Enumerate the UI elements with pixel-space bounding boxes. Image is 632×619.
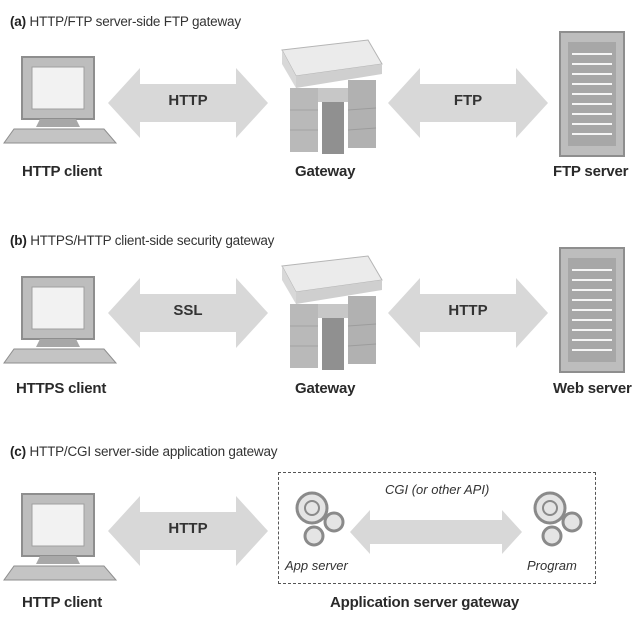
- cgi-label: CGI (or other API): [385, 482, 490, 497]
- panel-c-caption: (c) HTTP/CGI server-side application gat…: [10, 444, 278, 459]
- panel-c: (c) HTTP/CGI server-side application gat…: [0, 430, 632, 619]
- application-gateway-box: [278, 472, 596, 584]
- double-arrow-right: [388, 68, 548, 138]
- program-label: Program: [527, 558, 577, 573]
- server-icon: [559, 247, 625, 373]
- http-client-label: HTTP client: [22, 594, 103, 611]
- gateway-icon: [281, 255, 383, 370]
- arrow-label-ssl: SSL: [173, 302, 203, 319]
- arrow-label-http: HTTP: [448, 302, 488, 319]
- gateway-icon: [281, 39, 383, 154]
- gateway-label: Gateway: [295, 380, 356, 397]
- web-server-label: Web server: [553, 380, 632, 397]
- arrow-label-http: HTTP: [168, 92, 208, 109]
- panel-b: (b) HTTPS/HTTP client-side security gate…: [0, 220, 632, 410]
- server-icon: [559, 31, 625, 157]
- http-client-label: HTTP client: [22, 163, 103, 180]
- panel-b-caption: (b) HTTPS/HTTP client-side security gate…: [10, 233, 275, 248]
- panel-a-caption: (a) HTTP/FTP server-side FTP gateway: [10, 14, 241, 29]
- ftp-server-label: FTP server: [553, 163, 629, 180]
- double-arrow-right: [388, 278, 548, 348]
- application-gateway-label: Application server gateway: [330, 594, 520, 611]
- double-arrow-inner: [350, 510, 522, 554]
- https-client-label: HTTPS client: [16, 380, 107, 397]
- arrow-label-ftp: FTP: [453, 92, 483, 109]
- gear-icon: [533, 491, 583, 547]
- app-server-label: App server: [285, 558, 348, 573]
- computer-icon: [3, 493, 118, 581]
- computer-icon: [3, 56, 118, 144]
- double-arrow-left: [108, 496, 268, 566]
- computer-icon: [3, 276, 118, 364]
- double-arrow-left: [108, 278, 268, 348]
- gear-icon: [295, 491, 345, 547]
- panel-a: (a) HTTP/FTP server-side FTP gateway HTT…: [0, 0, 632, 200]
- arrow-label-http: HTTP: [168, 520, 208, 537]
- gateway-label: Gateway: [295, 163, 356, 180]
- double-arrow-left: [108, 68, 268, 138]
